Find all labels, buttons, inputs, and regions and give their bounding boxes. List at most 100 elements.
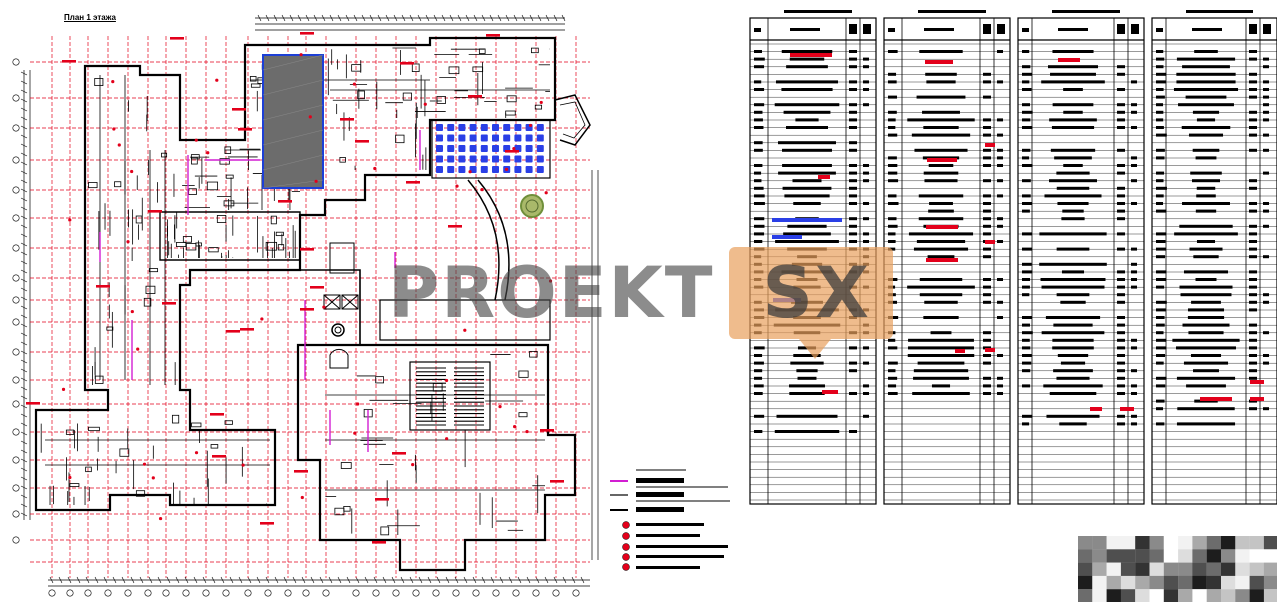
dimension-tick: [526, 576, 531, 584]
furniture-block: [380, 526, 390, 536]
dimension-tick: [20, 278, 28, 283]
cell-text: [1022, 65, 1031, 69]
header-text: [863, 24, 871, 34]
room-marker: [372, 541, 386, 544]
cell-text: [997, 224, 1003, 228]
dimension-tick: [20, 107, 28, 112]
dimension-tick: [20, 197, 28, 202]
cell-text: [1043, 384, 1103, 388]
cell-text: [793, 331, 821, 335]
furniture-block: [343, 506, 351, 512]
stamp-pixel: [1178, 589, 1193, 602]
furniture-block: [216, 215, 227, 223]
cell-text: [997, 156, 1003, 160]
cell-text: [795, 118, 819, 122]
room-marker: [148, 210, 162, 213]
cell-text: [849, 240, 857, 243]
cell-text: [888, 126, 896, 129]
dimension-chain-right: [591, 170, 599, 560]
dining-table: [503, 155, 511, 163]
cell-text: [1156, 300, 1167, 304]
furniture-block: [148, 268, 159, 273]
cell-text: [1263, 354, 1269, 357]
cell-text: [983, 209, 991, 213]
cell-text: [888, 338, 896, 342]
cell-text: [983, 255, 991, 259]
stamp-pixel: [1206, 575, 1222, 590]
dimension-tick: [247, 576, 252, 584]
axis-bubble: [432, 589, 440, 597]
cell-text: [754, 361, 764, 365]
cell-text: [1056, 247, 1090, 251]
cell-text: [786, 65, 828, 69]
furniture-block: [219, 158, 230, 165]
header-text: [1263, 24, 1271, 34]
furniture-block: [88, 182, 98, 189]
dimension-tick: [20, 449, 28, 454]
cell-text: [1117, 300, 1125, 304]
cell-text: [983, 376, 991, 380]
cell-text: [849, 262, 857, 266]
cell-text: [997, 80, 1003, 84]
dimension-tick: [562, 576, 567, 584]
furniture-block: [357, 90, 365, 100]
cell-text: [1117, 354, 1125, 357]
cell-text: [1156, 285, 1165, 289]
dimension-tick: [20, 386, 28, 391]
stamp-pixel: [1221, 549, 1236, 563]
highlight-red: [926, 225, 958, 229]
cell-text: [1156, 407, 1164, 411]
cell-text: [1117, 202, 1125, 205]
cell-text: [1057, 202, 1089, 205]
furniture-block: [270, 215, 277, 225]
stamp-pixel: [1106, 562, 1121, 576]
cell-text: [1249, 270, 1257, 274]
cell-text: [1156, 103, 1164, 107]
dimension-tick: [58, 576, 63, 584]
dimension-tick: [256, 576, 261, 584]
cell-text: [888, 232, 896, 236]
cell-text: [1249, 255, 1257, 259]
room-marker: [540, 429, 554, 432]
highlight-red: [985, 348, 995, 352]
cell-text: [1117, 110, 1125, 114]
cell-text: [1117, 293, 1125, 297]
furniture-block: [114, 181, 122, 188]
cell-text: [1249, 369, 1257, 373]
furniture-block: [518, 412, 528, 418]
dimension-tick: [220, 576, 225, 584]
cell-text: [908, 232, 974, 236]
header-text: [924, 28, 954, 31]
dimension-tick: [20, 305, 28, 310]
cell-text: [1117, 72, 1125, 76]
dimension-tick: [265, 14, 270, 22]
room-marker: [210, 413, 224, 416]
cell-text: [983, 331, 991, 335]
cell-text: [754, 414, 765, 418]
cell-text: [1249, 247, 1257, 251]
spiral-stair-icon: [329, 323, 349, 369]
dimension-tick: [20, 494, 28, 499]
axis-bubble: [322, 589, 330, 597]
dimension-tick: [521, 14, 526, 22]
cell-text: [997, 392, 1003, 395]
cell-text: [1117, 384, 1125, 388]
cell-text: [1045, 316, 1101, 319]
furniture-block: [250, 83, 261, 88]
cell-text: [1131, 110, 1137, 114]
cell-text: [849, 110, 857, 114]
dining-table: [436, 155, 443, 163]
dimension-chain-top: [255, 17, 565, 31]
dining-table: [458, 166, 466, 173]
highlight-red: [926, 258, 958, 262]
furniture-block: [395, 134, 405, 144]
cell-text: [1022, 88, 1032, 91]
cell-text: [1156, 346, 1167, 350]
axis-bubble: [124, 589, 132, 597]
cell-text: [1249, 346, 1257, 350]
cell-text: [919, 293, 963, 297]
red-dot: [528, 123, 533, 128]
axis-bubble: [12, 348, 20, 356]
dimension-tick: [20, 512, 28, 517]
red-dot: [322, 305, 326, 309]
